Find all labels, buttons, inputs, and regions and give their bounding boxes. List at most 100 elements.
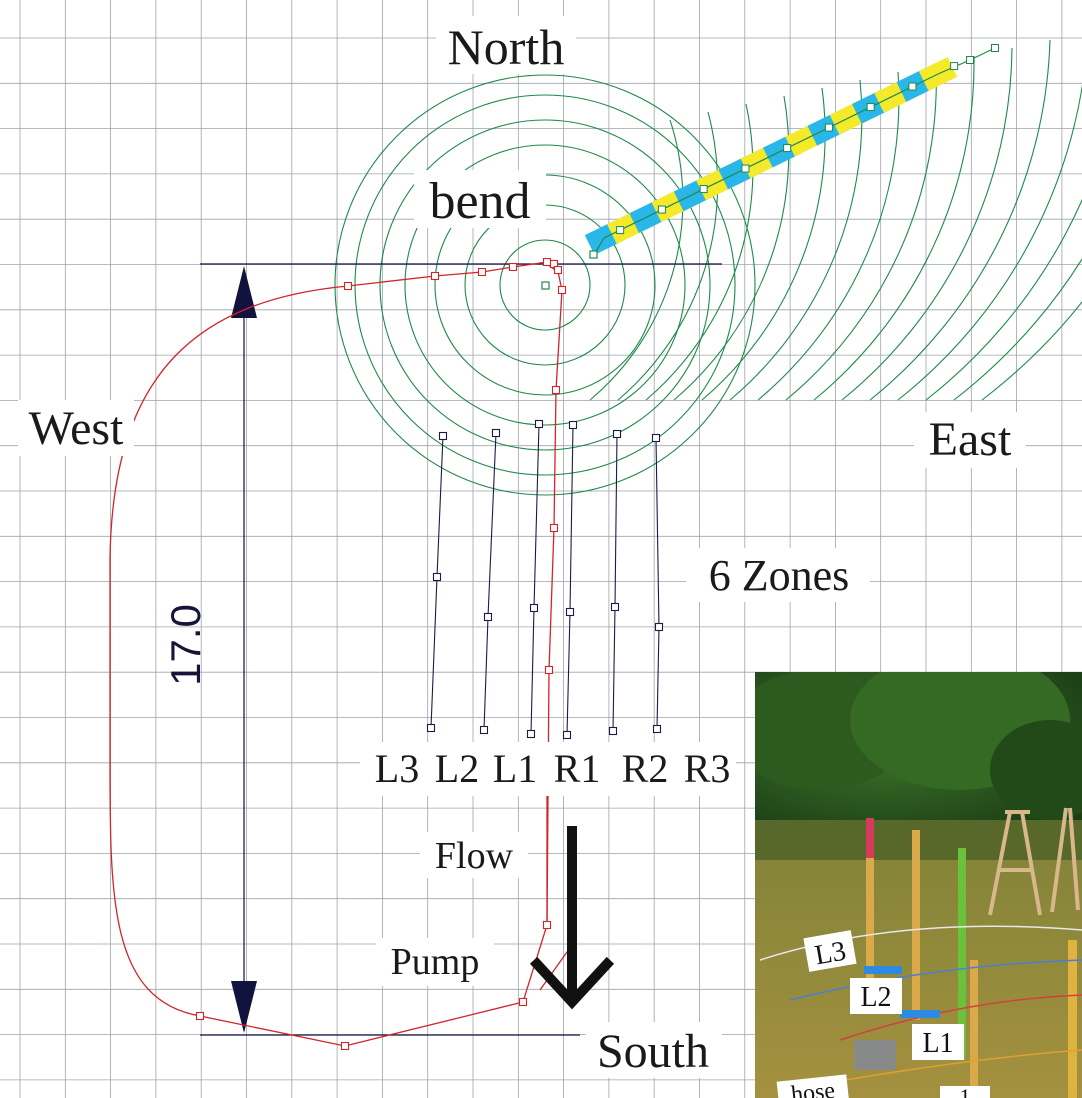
photo-stake-1 xyxy=(866,818,874,978)
zones-label: 6 Zones xyxy=(709,551,850,600)
band-node xyxy=(616,226,625,235)
zone-line-r2 xyxy=(612,433,618,732)
zone-label-l1: L1 xyxy=(493,746,537,791)
band-node xyxy=(657,205,666,214)
zone-node xyxy=(526,729,536,739)
compass-labels: North West East South xyxy=(18,16,1026,1078)
zone-node xyxy=(529,603,539,613)
hose-node xyxy=(542,257,552,267)
hose-node xyxy=(557,285,567,295)
zone-node xyxy=(651,433,661,443)
east-label: East xyxy=(929,413,1012,466)
dimension-arrow-down-icon xyxy=(231,981,257,1033)
bend-center-marker xyxy=(541,281,550,290)
photo-tag-hose-bg xyxy=(776,1074,850,1098)
zone-line-l1 xyxy=(530,423,540,735)
west-label: West xyxy=(29,402,124,455)
hose-node xyxy=(195,1011,205,1021)
zone-line-l3 xyxy=(430,435,444,729)
zone-line-r3 xyxy=(655,437,660,730)
bend-label: bend xyxy=(429,173,530,230)
photo-marker-l1 xyxy=(900,1010,940,1018)
zone-node xyxy=(652,724,662,734)
zone-node xyxy=(608,726,618,736)
east-arc xyxy=(617,111,719,401)
zone-lines xyxy=(426,419,664,740)
north-label: North xyxy=(448,19,565,75)
south-label-bg xyxy=(586,1022,722,1078)
photo-tree-3 xyxy=(990,720,1082,820)
zone-label-l2: L2 xyxy=(435,746,479,791)
east-arc xyxy=(645,103,754,401)
zone-label-r1: R1 xyxy=(554,746,601,791)
hose-node xyxy=(430,271,440,281)
hose-node xyxy=(343,281,353,291)
band-node xyxy=(741,164,750,173)
east-arc xyxy=(925,198,1082,401)
north-label-bg xyxy=(436,16,576,74)
photo-tag-1: 1 xyxy=(960,1084,971,1098)
hose-node xyxy=(340,1041,350,1051)
hose-node xyxy=(544,665,554,675)
photo-sawhorse xyxy=(988,807,1080,916)
band-node xyxy=(824,123,833,132)
east-arc xyxy=(757,71,900,401)
bend-arc xyxy=(379,119,711,451)
zone-node xyxy=(432,572,442,582)
hose-node xyxy=(553,265,563,275)
garden-photo: L3 L2 L1 hose 1 xyxy=(755,672,1082,1098)
south-label: South xyxy=(597,1025,709,1078)
band-node xyxy=(908,82,917,91)
photo-stake-5 xyxy=(1068,940,1077,1098)
east-arc xyxy=(953,258,1082,401)
zone-node xyxy=(479,725,489,735)
hose-nodes xyxy=(195,257,567,1051)
bend-arc xyxy=(334,74,756,496)
photo-tag-l1-bg xyxy=(912,1024,964,1060)
pump-label-bg xyxy=(376,938,494,986)
dimension-arrow-up-icon xyxy=(231,266,257,318)
photo-tag-l3-bg xyxy=(803,930,857,972)
flow-label: Flow xyxy=(435,835,514,877)
zone-label-r2: R2 xyxy=(622,746,669,791)
zone-node xyxy=(491,428,501,438)
photo-stone xyxy=(854,1040,896,1070)
band-node xyxy=(699,185,708,194)
band-start-marker xyxy=(589,250,598,259)
hose-node xyxy=(508,262,518,272)
hose-node xyxy=(477,267,487,277)
photo-marker-l2 xyxy=(864,966,902,974)
zone-node xyxy=(562,730,572,740)
zone-node xyxy=(565,607,575,617)
east-arc xyxy=(729,79,863,401)
east-arc xyxy=(841,47,1013,401)
east-arc xyxy=(981,300,1082,401)
hose-node xyxy=(551,385,561,395)
band-node xyxy=(991,44,999,52)
dimension-marker: 17.0 xyxy=(162,263,722,1036)
zone-node xyxy=(654,622,664,632)
zone-node xyxy=(426,723,436,733)
zone-node xyxy=(483,612,493,622)
photo-stake-2 xyxy=(912,830,920,1020)
zones-label-bg xyxy=(686,548,870,602)
photo-stake-1-tip xyxy=(866,818,874,858)
photo-tag-1-bg xyxy=(940,1086,990,1098)
zone-node xyxy=(534,419,544,429)
hose-node xyxy=(518,997,528,1007)
east-arc xyxy=(813,55,975,401)
photo-tag-l3: L3 xyxy=(812,935,848,971)
west-label-bg xyxy=(18,400,134,456)
flow-arrow-icon xyxy=(529,826,615,1010)
flow-label-bg xyxy=(420,832,528,878)
photo-tag-l1: L1 xyxy=(922,1028,953,1059)
zone-node xyxy=(438,431,448,441)
hose-node xyxy=(542,920,552,930)
zone-line-r1 xyxy=(566,424,574,736)
photo-stake-4 xyxy=(970,960,978,1098)
zone-node xyxy=(612,429,622,439)
east-arc xyxy=(589,119,684,401)
hose-node xyxy=(549,523,559,533)
